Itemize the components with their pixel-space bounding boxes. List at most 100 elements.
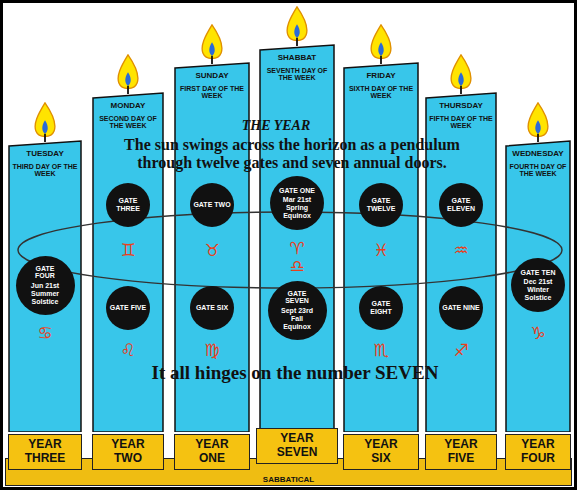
year-text: YEAR FOUR xyxy=(512,438,564,466)
zodiac-symbol: ♊ xyxy=(120,242,135,259)
gate-circle: GATE ELEVEN xyxy=(439,183,483,227)
candle-text: MONDAY SECOND DAY OF THE WEEK xyxy=(96,102,160,130)
flame xyxy=(118,55,138,94)
gate-date: Jun 21st Summer Solstice xyxy=(26,282,64,305)
gate-circle: GATE FOUR Jun 21st Summer Solstice xyxy=(16,256,75,315)
gate-date: Sept 23rd Fall Equinox xyxy=(278,307,316,330)
day-description: SEVENTH DAY OF THE WEEK xyxy=(263,67,331,82)
year-label: YEAR ONE xyxy=(186,438,238,466)
year-text: YEAR TWO xyxy=(102,438,154,466)
gate-date: Dec 21st Winter Solstice xyxy=(519,278,557,301)
day-description: SECOND DAY OF THE WEEK xyxy=(96,115,160,130)
gate-name: GATE EIGHT xyxy=(362,300,400,315)
orbit-ellipse xyxy=(18,212,562,288)
zodiac-symbol: ♌ xyxy=(120,342,135,359)
candle-text: SUNDAYFIRST DAY OF THE WEEK xyxy=(178,72,246,100)
flame xyxy=(287,7,307,46)
day-name: THURSDAY xyxy=(429,102,493,111)
gate-name: GATE ELEVEN xyxy=(442,197,480,212)
gate-circle: GATE TWO xyxy=(190,183,234,227)
candle-text: WEDNESDAYFOURTH DAY OF THE WEEK xyxy=(509,150,567,178)
candle-text: TUESDAYTHIRD DAY OF THE WEEK xyxy=(12,150,78,178)
year-label: YEAR FIVE xyxy=(435,438,487,466)
candle-body xyxy=(9,141,81,432)
gate-circle: GATE THREE xyxy=(106,183,150,227)
gate-circle: GATE TWELVE xyxy=(359,183,403,227)
year-text: YEAR SIX xyxy=(355,438,407,466)
flame xyxy=(35,103,55,142)
day-name: FRIDAY xyxy=(347,72,415,81)
gate-text: GATE ONEMar 21st Spring Equinox xyxy=(278,187,316,220)
zodiac-symbol: ♋ xyxy=(37,325,52,342)
gate-text: GATE FOUR Jun 21st Summer Solstice xyxy=(26,265,64,305)
day-name: SUNDAY xyxy=(178,72,246,81)
diagram-title: THE YEAR xyxy=(242,118,311,134)
gate-text: GATE EIGHT xyxy=(362,300,400,315)
bar-text: SABBATICAL xyxy=(6,475,571,484)
description-text: The sun swings across the horizon as a p… xyxy=(106,136,478,171)
gate-text: GATE SEVEN Sept 23rd Fall Equinox xyxy=(278,290,316,330)
year-box: YEAR TWO xyxy=(92,434,164,470)
motto-text: It all hinges on the number SEVEN xyxy=(152,363,439,384)
year-text: YEAR SEVEN xyxy=(271,432,323,460)
gate-name: GATE SEVEN xyxy=(278,290,316,305)
gate-text: GATE TWELVE xyxy=(362,197,400,212)
year-box: YEAR FIVE xyxy=(425,434,497,470)
zodiac-symbol: ♒ xyxy=(453,242,468,259)
zodiac-symbol: ♑ xyxy=(530,325,545,342)
year-label: YEAR FOUR xyxy=(512,438,564,466)
gate-name: GATE FOUR xyxy=(26,265,64,280)
zodiac-symbol: ♐ xyxy=(453,342,468,359)
gate-name: GATE TWO xyxy=(193,201,231,209)
gate-name: GATE FIVE xyxy=(109,304,147,312)
gate-name: GATE SIX xyxy=(193,304,231,312)
gate-text: GATE NINE xyxy=(442,304,480,312)
candle-body xyxy=(506,141,570,432)
zodiac-symbol: ♓ xyxy=(373,242,388,259)
gate-text: GATE ELEVEN xyxy=(442,197,480,212)
gate-name: GATE TWELVE xyxy=(362,197,400,212)
gate-circle: GATE ONEMar 21st Spring Equinox xyxy=(270,176,324,230)
gate-name: GATE TEN xyxy=(519,269,557,277)
year-text: YEAR THREE xyxy=(19,438,71,466)
zodiac-symbol: ♎ xyxy=(289,258,304,275)
gate-name: GATE THREE xyxy=(109,197,147,212)
zodiac-symbol: ♈ xyxy=(289,240,304,257)
candle: WEDNESDAYFOURTH DAY OF THE WEEK GATE TEND… xyxy=(505,140,571,432)
year-label: YEAR THREE xyxy=(19,438,71,466)
candle-text: THURSDAY FIFTH DAY OF THE WEEK xyxy=(429,102,493,130)
day-name: MONDAY xyxy=(96,102,160,111)
zodiac-symbol: ♍ xyxy=(204,342,219,359)
year-text: YEAR ONE xyxy=(186,438,238,466)
year-text: YEAR FIVE xyxy=(435,438,487,466)
gate-circle: GATE NINE xyxy=(439,286,483,330)
candle: TUESDAYTHIRD DAY OF THE WEEK GATE FOUR Jun… xyxy=(8,140,82,432)
year-label: YEAR TWO xyxy=(102,438,154,466)
year-box: YEAR ONE xyxy=(174,434,250,470)
year-box: YEAR THREE xyxy=(8,434,82,470)
flame xyxy=(528,103,548,142)
gate-circle: GATE SEVEN Sept 23rd Fall Equinox xyxy=(268,281,327,340)
day-description: SIXTH DAY OF THE WEEK xyxy=(347,85,415,100)
gate-name: GATE ONE xyxy=(278,187,316,195)
day-description: FIFTH DAY OF THE WEEK xyxy=(429,115,493,130)
gate-name: GATE NINE xyxy=(442,304,480,312)
day-name: WEDNESDAY xyxy=(509,150,567,159)
gate-circle: GATE SIX xyxy=(190,286,234,330)
year-label: YEAR SIX xyxy=(355,438,407,466)
flame xyxy=(371,25,391,64)
bar-label: SABBATICAL xyxy=(6,475,571,484)
gate-text: GATE TENDec 21st Winter Solstice xyxy=(519,269,557,302)
gate-text: GATE FIVE xyxy=(109,304,147,312)
gate-text: GATE TWO xyxy=(193,201,231,209)
year-box: YEAR FOUR xyxy=(505,434,571,470)
candle-text: SHABBATSEVENTH DAY OF THE WEEK xyxy=(263,54,331,82)
flame xyxy=(202,25,222,64)
candle-text: FRIDAY SIXTH DAY OF THE WEEK xyxy=(347,72,415,100)
gate-circle: GATE EIGHT xyxy=(359,286,403,330)
day-description: THIRD DAY OF THE WEEK xyxy=(12,163,78,178)
gate-circle: GATE FIVE xyxy=(106,286,150,330)
zodiac-symbol: ♏ xyxy=(373,342,388,359)
year-label: YEAR SEVEN xyxy=(271,432,323,460)
